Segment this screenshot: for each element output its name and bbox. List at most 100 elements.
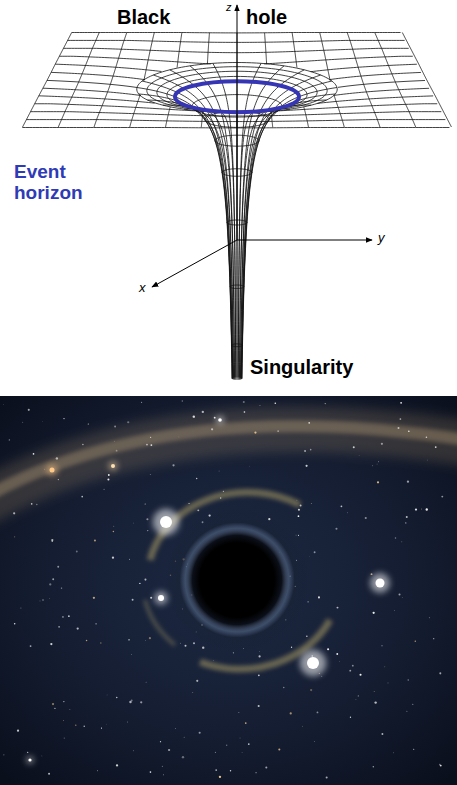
star [127,421,129,423]
star [339,661,341,663]
star [249,465,251,467]
star [291,647,292,648]
star [150,444,152,446]
star [17,730,19,732]
star [140,701,142,703]
star [259,655,261,657]
star [277,430,279,432]
star [441,496,443,498]
star [258,705,260,707]
star [116,697,117,698]
grid-line [139,94,233,379]
star [355,699,357,701]
star [100,642,101,643]
axes [152,5,372,287]
singularity-label: Singularity [250,356,353,378]
star [365,517,367,519]
star [298,515,300,517]
star [310,689,312,691]
star [211,428,213,430]
star [218,470,220,472]
star [219,776,221,778]
star [415,508,417,510]
star [401,597,403,599]
star [116,764,118,766]
star [382,645,383,646]
star [68,615,70,617]
star [9,439,10,440]
star [301,725,303,727]
star [352,665,354,667]
grid-line [39,96,433,104]
star [114,426,116,428]
star [358,695,359,696]
star [41,421,43,423]
star [298,509,300,511]
star [196,478,197,479]
star [214,417,216,419]
star [395,537,396,538]
star [213,660,215,662]
star [146,444,148,446]
star [129,558,131,560]
star [350,717,351,718]
star [160,741,161,742]
star [274,402,276,404]
star [426,508,428,510]
star [399,593,401,595]
star [326,777,328,779]
title-word: Black [117,6,170,28]
star [63,720,64,721]
star [193,415,195,417]
star [63,418,64,419]
star [318,596,320,598]
star [50,643,52,645]
star [412,704,413,705]
star [426,459,428,461]
star [244,411,246,413]
star [341,505,343,507]
star [197,509,199,511]
star [27,752,28,753]
star [308,422,310,424]
star [132,750,134,752]
grid-line [239,109,290,380]
star [14,536,15,537]
star [172,464,174,466]
star [69,708,71,710]
star [101,728,102,729]
star [128,639,130,641]
star [325,403,326,404]
star [421,508,422,509]
star [51,539,53,541]
star [245,722,247,724]
star [359,674,361,676]
star [393,610,395,612]
star [145,640,147,642]
star [439,764,441,766]
star [114,440,116,442]
star [310,503,312,505]
star [306,635,307,636]
bright-star [47,465,58,476]
grid-line [241,75,320,378]
star [52,703,54,705]
star [145,681,147,683]
grid-line [137,88,232,379]
star [407,480,409,482]
star [52,578,54,580]
grid-line [170,70,234,378]
star [241,751,243,753]
star [76,551,78,553]
star [93,597,95,599]
star [104,489,105,490]
grid-line [72,32,401,33]
star [373,612,375,614]
star [336,607,338,609]
star [146,518,148,520]
star [193,642,195,644]
star [243,401,245,403]
grid-line [184,109,235,380]
star [28,409,30,411]
grid-line [242,88,337,379]
